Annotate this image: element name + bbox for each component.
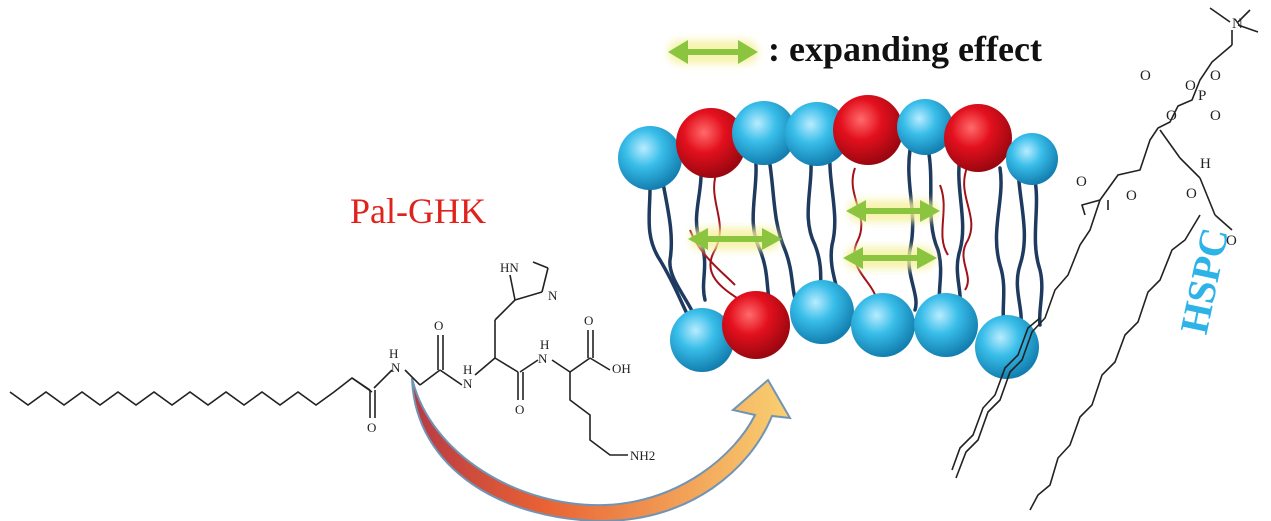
hspc-headgroup [790, 280, 854, 344]
hspc-structure [951, 7, 1259, 511]
expanding-arrow-icon [846, 200, 940, 222]
svg-text:NH2: NH2 [630, 448, 655, 463]
expanding-arrow-icon [843, 247, 937, 269]
svg-text:O: O [1226, 233, 1237, 249]
hspc-headgroup [785, 102, 849, 166]
hspc-headgroup [851, 293, 915, 357]
svg-text:O: O [515, 402, 524, 417]
svg-text:O: O [1076, 174, 1087, 190]
bottom-leaflet-headgroups [670, 280, 1039, 379]
pal-ghk-headgroup [944, 104, 1012, 172]
svg-text:O: O [1185, 78, 1196, 94]
top-leaflet-headgroups [618, 95, 1058, 190]
svg-text:HN: HN [500, 260, 519, 275]
svg-text:H: H [540, 337, 549, 352]
svg-text:N: N [1232, 16, 1243, 32]
pal-ghk-headgroup [833, 95, 903, 165]
svg-text:P: P [1198, 88, 1206, 104]
svg-text:O: O [1126, 188, 1137, 204]
svg-text:H: H [1200, 156, 1211, 172]
hspc-headgroup [732, 101, 796, 165]
svg-text:H: H [463, 362, 472, 377]
hspc-headgroup [897, 99, 953, 155]
svg-text:H: H [389, 346, 398, 361]
legend-arrow-icon [668, 40, 758, 64]
pal-ghk-structure [9, 261, 628, 456]
svg-text:OH: OH [612, 361, 631, 376]
expanding-arrow-icon [688, 228, 782, 250]
svg-text:O: O [1140, 68, 1151, 84]
hspc-headgroup [914, 293, 978, 357]
svg-text:N: N [548, 288, 558, 303]
svg-text:N: N [463, 376, 473, 391]
svg-text:N: N [538, 351, 548, 366]
hspc-headgroup [1006, 133, 1058, 185]
pal-ghk-headgroup [722, 291, 790, 359]
svg-text:O: O [1210, 68, 1221, 84]
peptide-label: Pal-GHK [350, 191, 486, 231]
legend-label: : expanding effect [768, 29, 1042, 69]
svg-text:O: O [1210, 108, 1221, 124]
svg-text:O: O [434, 318, 443, 333]
svg-text:O: O [1186, 186, 1197, 202]
svg-text:O: O [367, 420, 376, 435]
curved-arrow-icon [411, 377, 792, 521]
svg-text:O: O [584, 313, 593, 328]
pal-ghk-headgroup [676, 108, 746, 178]
pal-ghk-atoms: H N O H N O H N OH O HN N O NH2 [367, 260, 655, 463]
hspc-headgroup [618, 126, 682, 190]
svg-text:O: O [1166, 108, 1177, 124]
hspc-headgroup [670, 308, 734, 372]
hspc-atoms: N O P O O O O H O O O O [1076, 16, 1243, 249]
svg-text:N: N [391, 360, 401, 375]
hspc-headgroup [975, 315, 1039, 379]
